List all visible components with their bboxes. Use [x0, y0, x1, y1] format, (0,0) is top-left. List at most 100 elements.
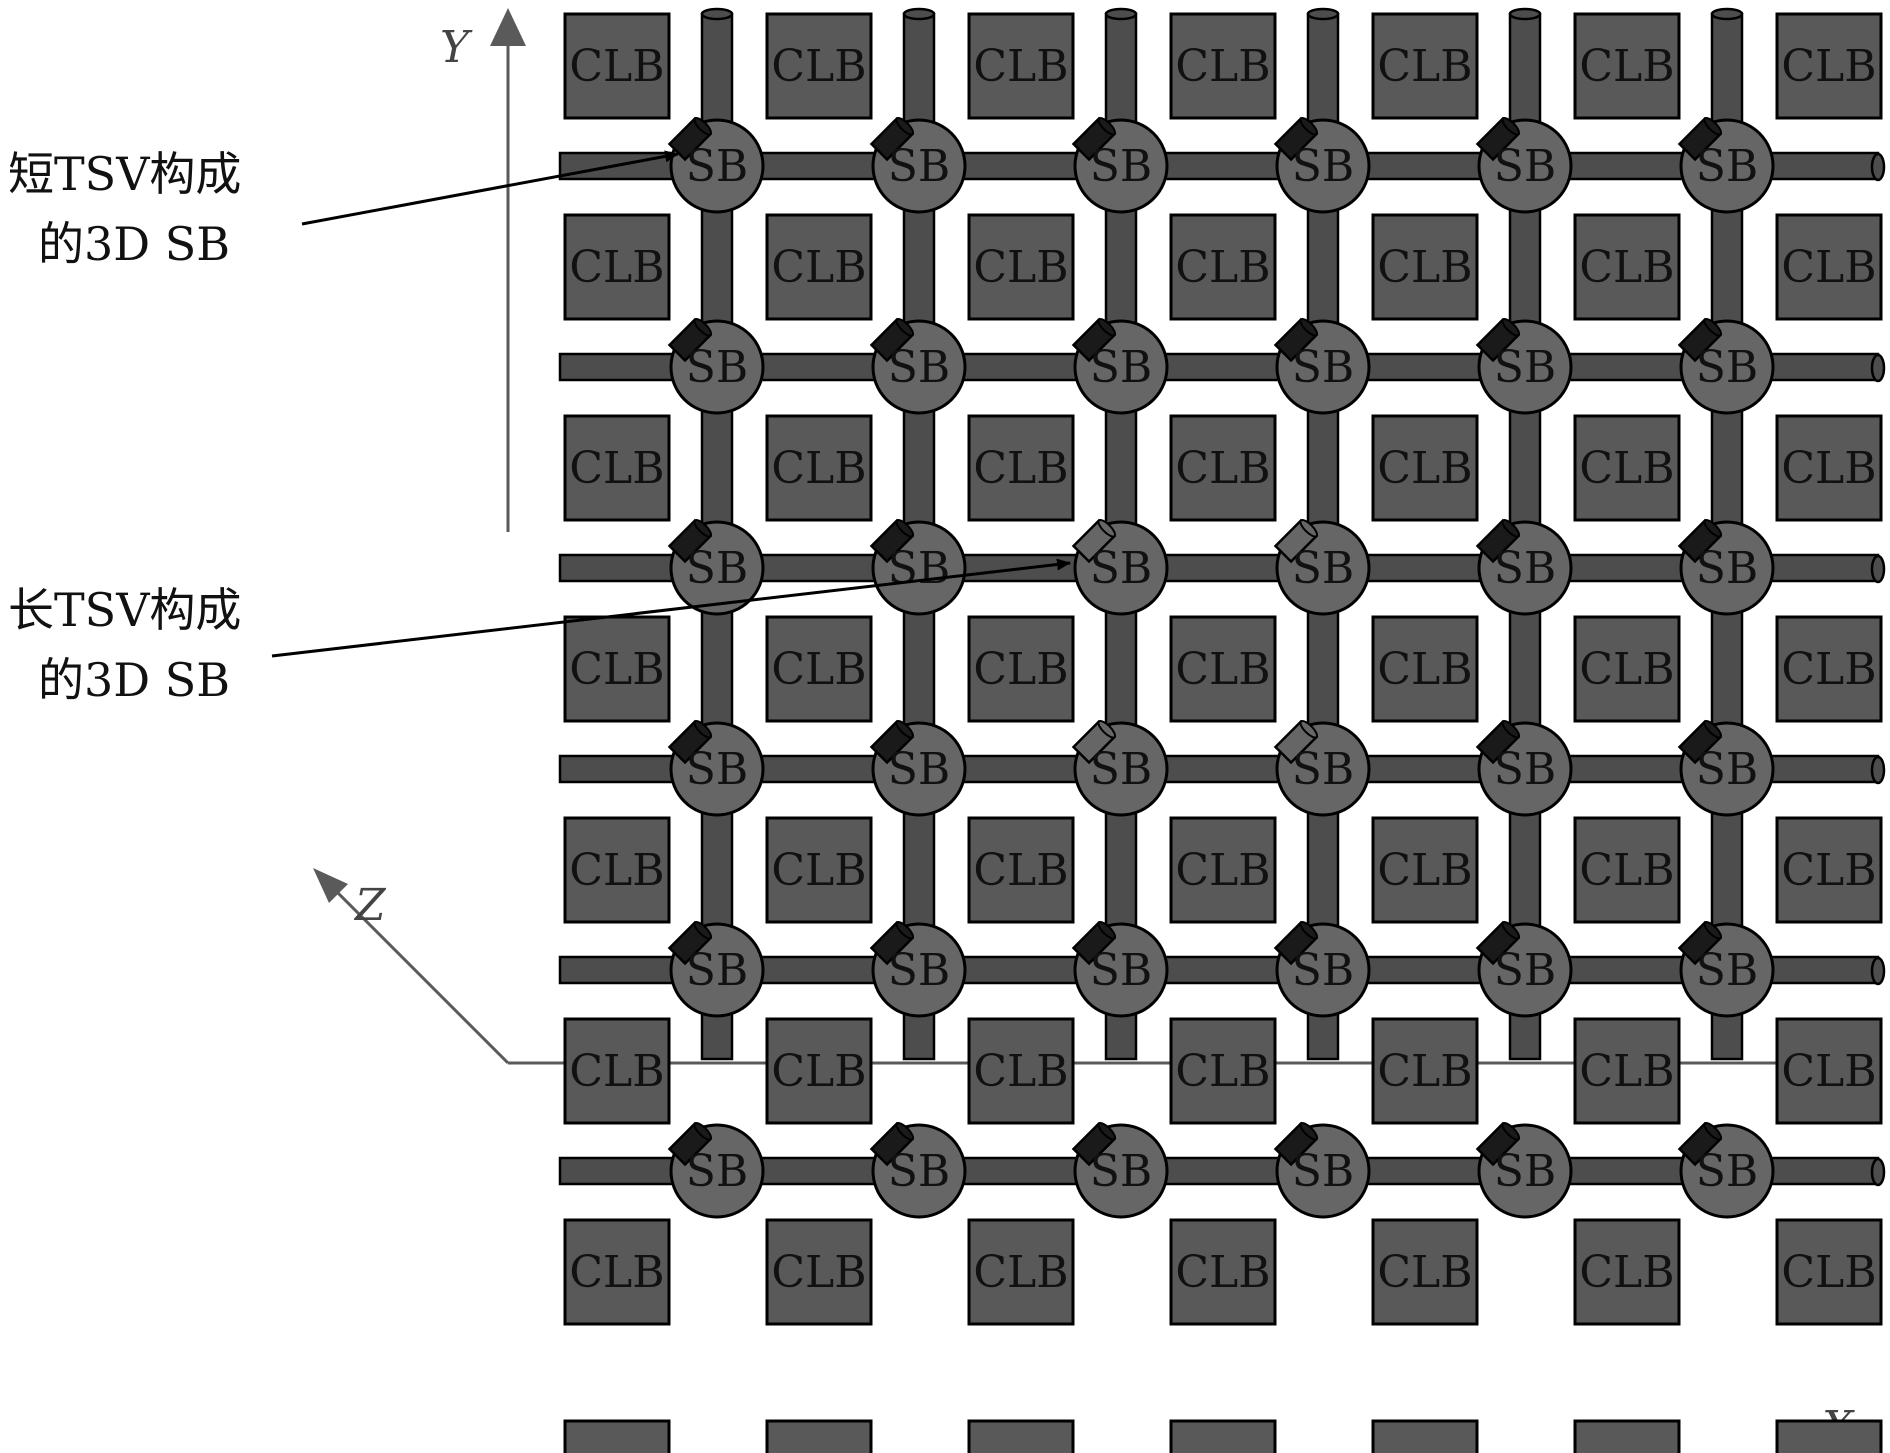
callout-short-line2: 的3D SB	[38, 217, 230, 271]
clb-box	[1573, 1017, 1681, 1125]
switch-box: SB	[1273, 317, 1371, 415]
clb-box	[563, 1419, 671, 1453]
callout-long-arrow	[271, 558, 1071, 658]
clb-box	[1775, 1017, 1883, 1125]
short-tsv	[667, 1121, 713, 1167]
clb-block: CLB	[1371, 1017, 1479, 1125]
clb-label: CLB	[1175, 1448, 1270, 1453]
clb-box	[1169, 615, 1277, 723]
clb-block: CLB	[765, 414, 873, 522]
clb-box	[1775, 213, 1883, 321]
clb-label: CLB	[771, 1448, 866, 1453]
switch-box: SB	[1677, 317, 1775, 415]
clb-label: CLB	[569, 1046, 664, 1097]
sb-label: SB	[1494, 1146, 1556, 1197]
clb-label: CLB	[1579, 1046, 1674, 1097]
long-tsv	[1071, 719, 1117, 765]
clb-block: CLB	[1371, 414, 1479, 522]
callouts: 短TSV构成 的3D SB 长TSV构成 的3D SB	[8, 147, 1071, 707]
clb-box	[1371, 1017, 1479, 1125]
clb-label: CLB	[771, 443, 866, 494]
clb-label: CLB	[973, 1448, 1068, 1453]
clb-label: CLB	[569, 242, 664, 293]
clb-label: CLB	[1781, 644, 1876, 695]
clb-label: CLB	[1175, 1046, 1270, 1097]
clb-label: CLB	[1781, 242, 1876, 293]
clb-box	[967, 414, 1075, 522]
clb-block: CLB	[1169, 1419, 1277, 1453]
sb-label: SB	[1292, 1146, 1354, 1197]
clb-block: CLB	[765, 816, 873, 924]
clb-label: CLB	[1579, 1448, 1674, 1453]
clb-box	[1371, 1419, 1479, 1453]
short-tsv	[869, 719, 915, 765]
clb-label: CLB	[1781, 1247, 1876, 1298]
switch-box: SB	[869, 518, 967, 616]
short-tsv	[1071, 317, 1117, 363]
sb-label: SB	[1696, 543, 1758, 594]
sb-label: SB	[1292, 744, 1354, 795]
clb-block: CLB	[1775, 615, 1883, 723]
clb-block: CLB	[765, 1017, 873, 1125]
clb-block: CLB	[1775, 12, 1883, 120]
switch-box: SB	[869, 719, 967, 817]
switch-box: SB	[869, 1121, 967, 1219]
clb-block: CLB	[1573, 615, 1681, 723]
z-axis	[328, 883, 510, 1065]
clb-box	[765, 213, 873, 321]
clb-label: CLB	[1781, 41, 1876, 92]
sb-label: SB	[1292, 543, 1354, 594]
z-axis-label: Z	[353, 880, 387, 931]
short-tsv	[1677, 116, 1723, 162]
clb-label: CLB	[569, 41, 664, 92]
clb-block: CLB	[1775, 816, 1883, 924]
switch-box: SB	[1071, 116, 1169, 214]
switch-box: SB	[1475, 920, 1573, 1018]
clb-block: CLB	[1775, 1218, 1883, 1326]
short-tsv	[1475, 317, 1521, 363]
short-tsv	[1475, 1121, 1521, 1167]
clb-box	[1371, 816, 1479, 924]
clb-box	[563, 816, 671, 924]
clb-label: CLB	[569, 644, 664, 695]
switch-box: SB	[1071, 719, 1169, 817]
clb-label: CLB	[1579, 845, 1674, 896]
clb-box	[1169, 1419, 1277, 1453]
callout-long-line1: 长TSV构成	[8, 583, 241, 637]
short-tsv	[869, 317, 915, 363]
clb-block: CLB	[967, 816, 1075, 924]
horizontal-wire	[558, 151, 1886, 182]
clb-box	[1573, 1419, 1681, 1453]
clb-block: CLB	[1169, 213, 1277, 321]
switch-box: SB	[1475, 719, 1573, 817]
clb-box	[563, 1218, 671, 1326]
callout-short-arrow	[301, 150, 679, 226]
clb-block: CLB	[765, 1218, 873, 1326]
switch-box: SB	[1273, 116, 1371, 214]
clb-block: CLB	[1573, 213, 1681, 321]
clb-block: CLB	[1775, 1419, 1883, 1453]
sb-label: SB	[1696, 1146, 1758, 1197]
sb-label: SB	[1090, 945, 1152, 996]
clb-block: CLB	[1775, 414, 1883, 522]
short-tsv	[869, 518, 915, 564]
sb-label: SB	[1292, 945, 1354, 996]
clb-label: CLB	[1175, 242, 1270, 293]
switch-box: SB	[1677, 518, 1775, 616]
clb-box	[1775, 1419, 1883, 1453]
clb-blocks: CLB CLB CLB CLB CLB CLB CLB CLB CLB CLB CLB CLB CLB C…	[563, 12, 1883, 1453]
clb-box	[1371, 615, 1479, 723]
clb-label: CLB	[973, 41, 1068, 92]
horizontal-wires	[558, 151, 1886, 1187]
clb-label: CLB	[1579, 1247, 1674, 1298]
short-tsv	[667, 317, 713, 363]
switch-box: SB	[667, 317, 765, 415]
clb-block: CLB	[1371, 1419, 1479, 1453]
clb-box	[1775, 12, 1883, 120]
short-tsv	[667, 719, 713, 765]
long-tsv	[1273, 719, 1319, 765]
clb-block: CLB	[1371, 12, 1479, 120]
clb-block: CLB	[563, 414, 671, 522]
